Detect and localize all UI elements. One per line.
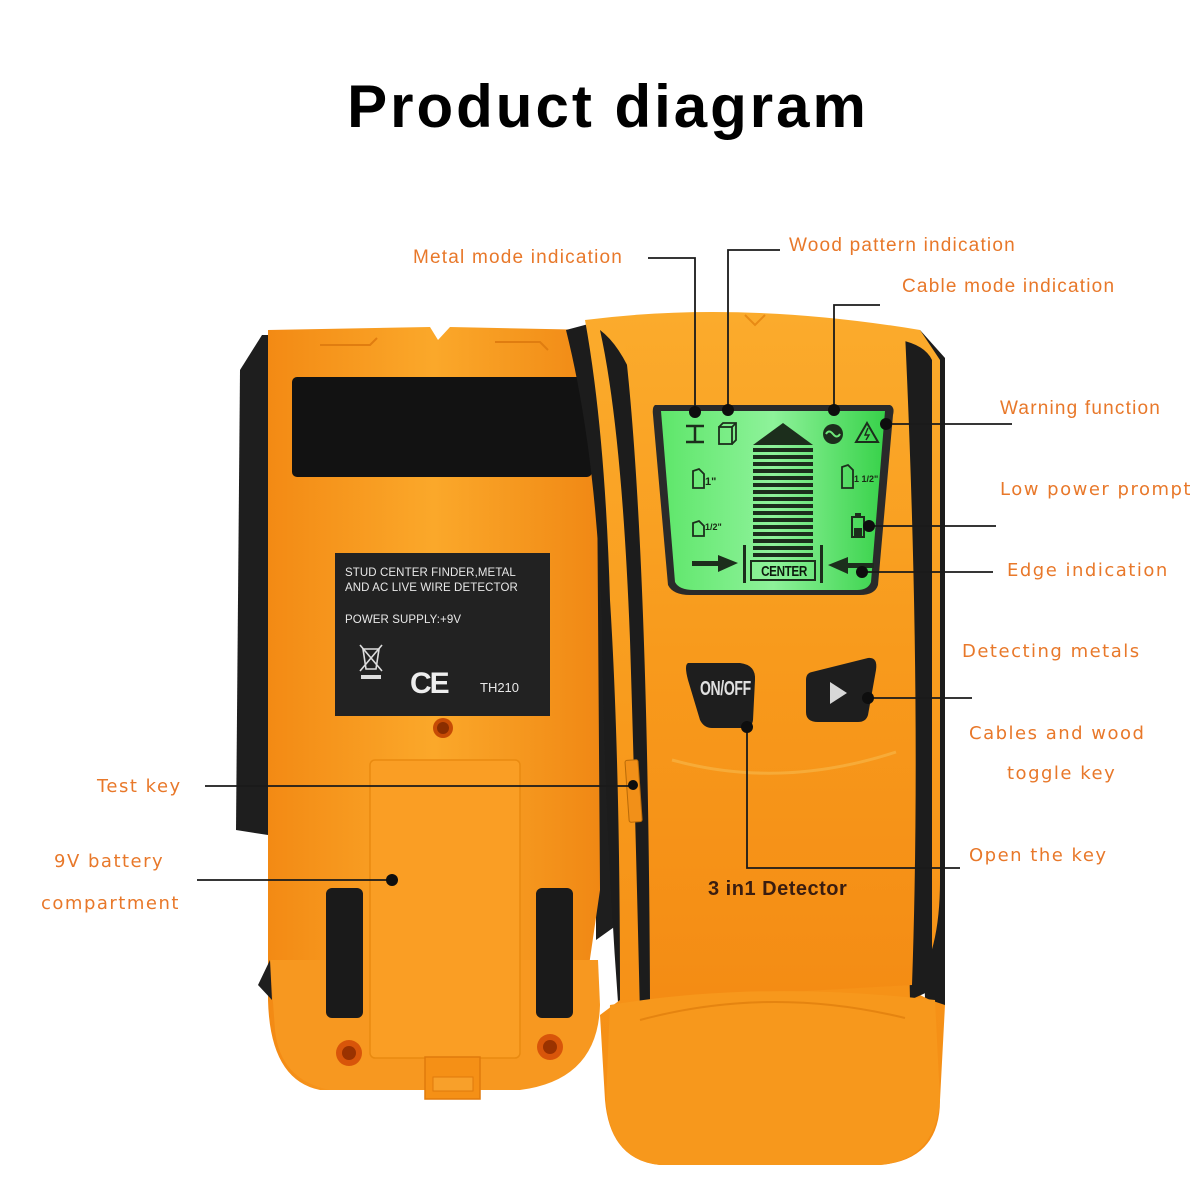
back-info-label: STUD CENTER FINDER,METAL AND AC LIVE WIR… <box>335 553 550 716</box>
play-triangle-icon <box>830 682 847 704</box>
lcd-depth-1-inch: 1" <box>705 476 717 488</box>
page-title: Product diagram <box>347 73 869 140</box>
signal-arrow-head-icon <box>753 423 813 445</box>
callout-toggle-key-line1: Cables and wood <box>969 723 1146 744</box>
signal-bar-graph-icon <box>753 448 813 557</box>
wood-block-icon <box>718 422 737 445</box>
on-off-label[interactable]: ON/OFF <box>700 678 751 700</box>
callout-low-power: Low power prompt <box>1000 479 1192 500</box>
depth-1-inch-icon <box>692 467 705 489</box>
warning-triangle-icon <box>854 421 880 443</box>
callout-detecting-metals: Detecting metals <box>962 641 1141 662</box>
ac-cable-icon <box>823 424 843 444</box>
metal-beam-icon <box>686 424 704 444</box>
leader-lines <box>197 249 1012 881</box>
on-off-button[interactable] <box>686 663 756 728</box>
depth-half-inch-icon <box>692 519 705 537</box>
callout-open-key: Open the key <box>969 845 1108 866</box>
label-line-2: AND AC LIVE WIRE DETECTOR <box>345 582 518 594</box>
callout-toggle-key-line2: toggle key <box>1007 763 1117 784</box>
weee-bin-icon <box>359 644 383 679</box>
callout-cable-mode: Cable mode indication <box>902 276 1116 297</box>
callout-warning: Warning function <box>1000 398 1162 419</box>
front-device <box>566 312 945 1165</box>
power-supply-text: POWER SUPPLY:+9V <box>345 614 462 626</box>
brand-text: 3 in1 Detector <box>708 878 848 900</box>
arrow-right-icon <box>692 555 738 572</box>
callout-metal-mode: Metal mode indication <box>413 247 624 268</box>
callout-test-key: Test key <box>97 776 182 797</box>
lcd-depth-1-half-inch: 1 1/2" <box>854 474 879 484</box>
test-key-button[interactable] <box>624 759 643 823</box>
lcd-center-label: CENTER <box>761 563 807 580</box>
callout-battery-line2: compartment <box>41 893 180 914</box>
callout-wood-pattern: Wood pattern indication <box>789 235 1016 256</box>
label-line-1: STUD CENTER FINDER,METAL <box>345 567 516 579</box>
leader-dots <box>386 404 892 886</box>
ce-mark: CE <box>410 667 450 700</box>
arrow-left-icon <box>828 557 874 574</box>
depth-1-half-inch-icon <box>841 463 854 489</box>
callout-edge: Edge indication <box>1007 560 1169 581</box>
lcd-depth-half-inch: 1/2" <box>705 522 722 532</box>
model-number: TH210 <box>480 680 520 695</box>
callout-battery-line1: 9V battery <box>54 851 165 872</box>
